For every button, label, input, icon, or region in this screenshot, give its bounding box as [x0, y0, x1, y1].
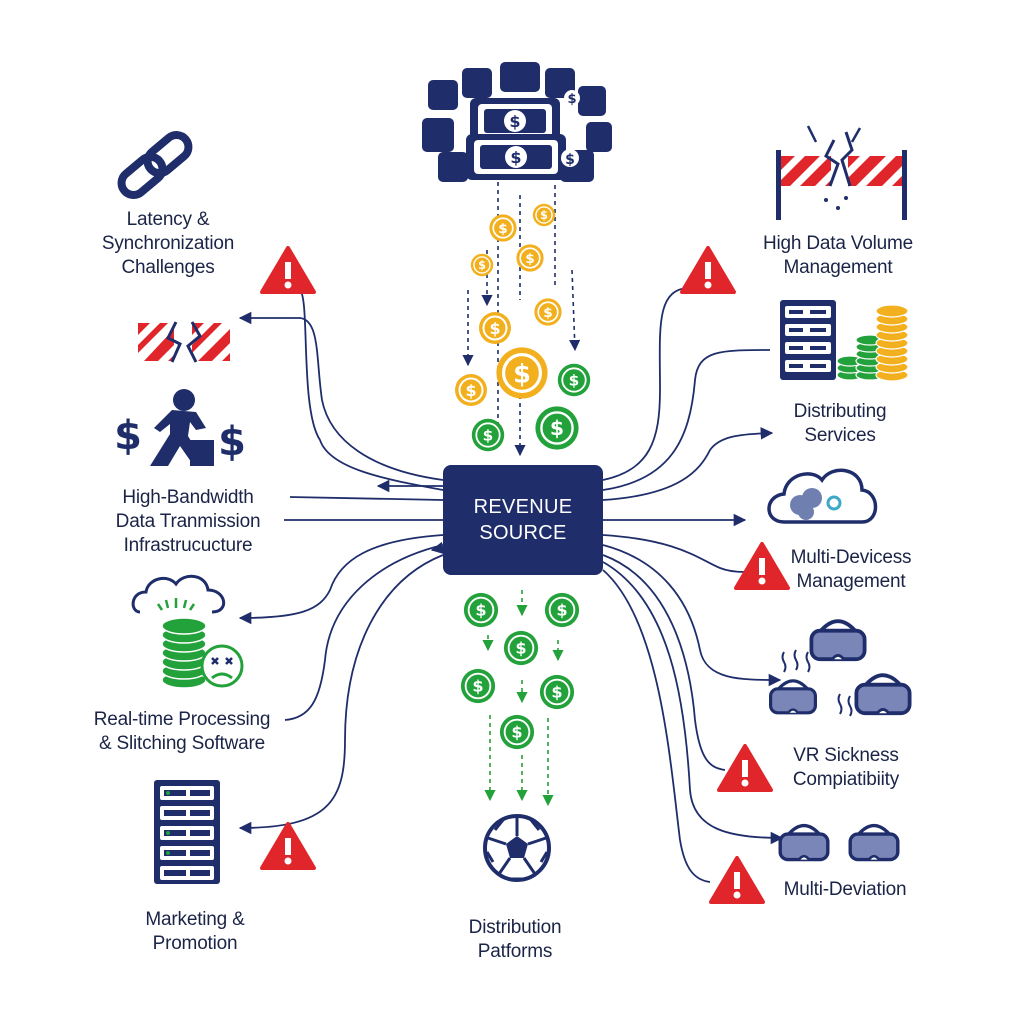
cloud-coins-icon — [131, 574, 244, 689]
warning-icon — [260, 246, 790, 904]
label-latency: Latency & Synchronization Challenges — [101, 209, 235, 278]
core-line-2: SOURCE — [479, 522, 567, 544]
broken-barrier-icon — [776, 125, 907, 220]
green-coins-bottom — [459, 591, 581, 751]
svg-text:$: $ — [510, 148, 521, 167]
bottom-flow-arrows — [482, 590, 564, 807]
svg-text:$: $ — [565, 152, 575, 168]
revenue-source-box: REVENUE SOURCE — [443, 465, 603, 575]
core-line-1: REVENUE — [473, 496, 573, 518]
svg-text:$: $ — [218, 419, 246, 465]
gold-coins — [454, 203, 563, 407]
vr-headset-icon — [768, 619, 912, 862]
label-bandwidth: High-Bandwidth Data Tranmission Infrastr… — [115, 487, 261, 556]
label-realtime: Real-time Processing & Slitching Softwar… — [93, 709, 271, 754]
money-stack-icon: $ $ $ $ — [422, 62, 612, 182]
svg-text:$: $ — [509, 112, 520, 131]
server-rack-icon — [154, 780, 220, 884]
label-high-data: High Data Volume Management — [763, 233, 913, 278]
cloud-icon — [767, 468, 878, 524]
chain-link-icon — [117, 131, 193, 199]
svg-text:$: $ — [567, 92, 576, 107]
broken-barrier-icon — [138, 321, 230, 363]
label-multi-deviation: Multi-Deviation — [783, 879, 907, 900]
label-distributing: Distributing Services — [793, 401, 887, 446]
label-distribution-platforms: Distribution Patforms — [468, 917, 562, 962]
svg-text:$: $ — [114, 413, 142, 459]
server-coins-icon — [780, 300, 909, 382]
soccer-ball-icon — [483, 814, 551, 882]
person-dollar-icon: $ $ — [114, 389, 246, 466]
connector-lines — [238, 287, 784, 883]
label-multi-devices: Multi-Devicess Management — [790, 547, 912, 592]
label-marketing: Marketing & Promotion — [145, 909, 245, 954]
label-vr-sickness: VR Sickness Compiatibiity — [792, 745, 900, 790]
